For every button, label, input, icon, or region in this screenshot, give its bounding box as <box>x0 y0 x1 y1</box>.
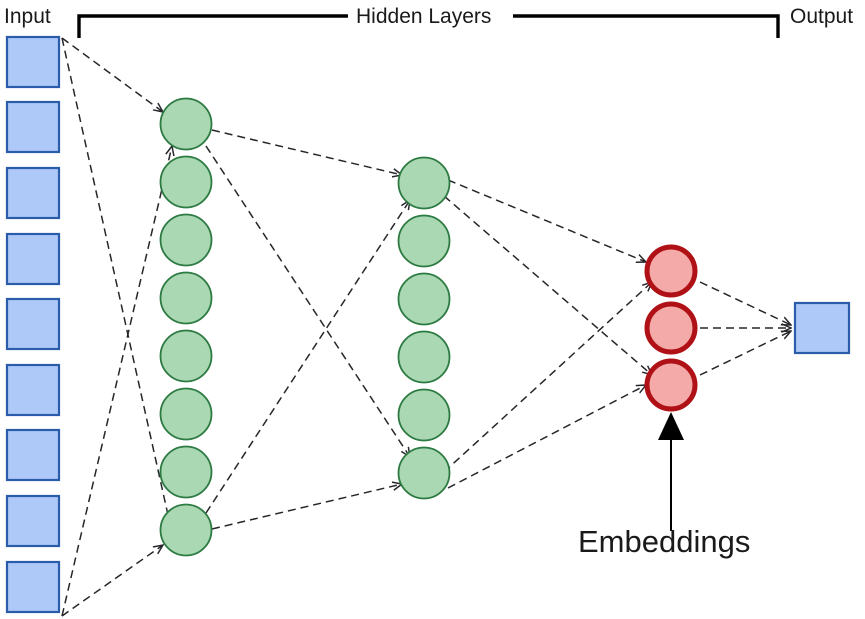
input-layer <box>5 35 61 614</box>
output-label: Output <box>790 5 854 28</box>
hidden-node <box>159 503 213 557</box>
embedding-layer <box>644 244 698 412</box>
edge <box>699 281 791 325</box>
input-node <box>5 494 61 548</box>
hidden-node <box>397 214 451 268</box>
hidden-layers-label: Hidden Layers <box>352 6 496 27</box>
hidden-layer-1 <box>159 97 213 557</box>
hidden-node <box>397 330 451 384</box>
input-node <box>5 428 61 482</box>
embedding-node <box>644 358 698 412</box>
edge-group <box>61 37 791 617</box>
edge <box>443 282 652 473</box>
input-node <box>5 100 61 154</box>
edge <box>205 200 410 514</box>
edge <box>211 129 402 175</box>
input-node <box>5 166 61 220</box>
hidden-node <box>159 271 213 325</box>
edge <box>447 385 646 489</box>
edge <box>61 146 172 617</box>
input-node <box>5 232 61 286</box>
embedding-node <box>644 301 698 355</box>
hidden-node <box>159 445 213 499</box>
edge <box>61 37 172 533</box>
embeddings-annotation-arrow <box>658 412 684 531</box>
edge <box>447 179 646 262</box>
hidden-layer-2 <box>397 156 451 500</box>
edge <box>211 484 402 530</box>
input-label: Input <box>4 5 51 28</box>
edge <box>205 145 410 457</box>
hidden-node <box>397 388 451 442</box>
hidden-node <box>159 155 213 209</box>
edge <box>61 37 163 112</box>
edge <box>443 195 652 375</box>
hidden-node <box>159 329 213 383</box>
edge <box>61 545 163 617</box>
hidden-layers-bracket <box>77 14 780 38</box>
output-layer <box>793 301 851 355</box>
embeddings-label: Embeddings <box>578 524 751 559</box>
input-node <box>5 297 61 351</box>
input-node <box>5 560 61 614</box>
hidden-node <box>397 156 451 210</box>
hidden-node <box>397 446 451 500</box>
hidden-node <box>159 387 213 441</box>
hidden-node <box>159 213 213 267</box>
input-node <box>5 35 61 89</box>
hidden-node <box>397 272 451 326</box>
hidden-node <box>159 97 213 151</box>
embedding-node <box>644 244 698 298</box>
input-node <box>5 363 61 417</box>
output-node <box>793 301 851 355</box>
edge <box>699 331 791 376</box>
